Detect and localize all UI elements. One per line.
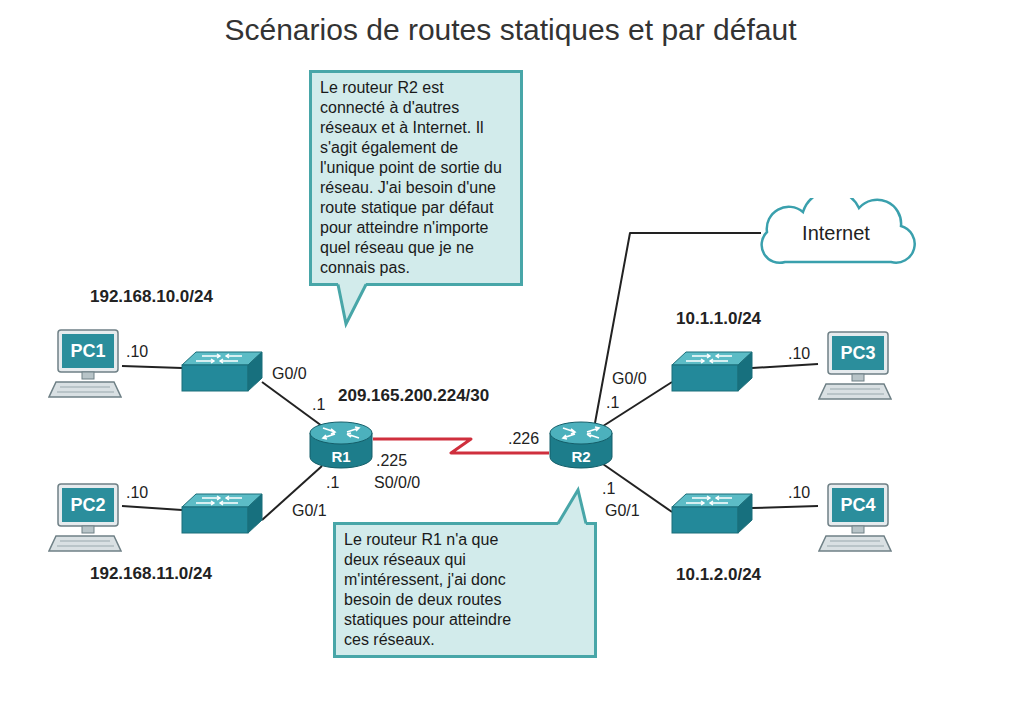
pc-screen (62, 488, 114, 522)
network-address: 192.168.11.0/24 (90, 564, 212, 584)
network-address: 209.165.200.224/30 (338, 386, 489, 406)
pc-keyboard (49, 536, 121, 551)
switch-icon (672, 352, 752, 391)
internet-cloud: Internet (755, 198, 917, 268)
router-label: R1 (309, 446, 373, 466)
interface-label: G0/1 (605, 502, 640, 520)
pc-node: PC4 (818, 482, 892, 554)
pc-stand (852, 374, 864, 381)
pc-screen (62, 334, 114, 368)
network-address: 10.1.1.0/24 (676, 309, 761, 329)
pc-keyboard (819, 536, 891, 551)
pc-label: PC3 (832, 336, 884, 370)
switch-icon (672, 494, 752, 533)
pc-keys (827, 541, 884, 546)
ethernet-link (752, 364, 818, 368)
network-address: 10.1.2.0/24 (676, 565, 761, 585)
router-node: R2 (549, 421, 613, 469)
pc-stand (82, 526, 94, 533)
router-arrows (563, 427, 599, 439)
pc-keyboard (49, 382, 121, 397)
pc-monitor (58, 484, 118, 526)
switch-icon (182, 494, 262, 533)
pc-monitor (828, 484, 888, 526)
pc-keys (57, 387, 114, 392)
interface-label: .10 (126, 343, 148, 361)
interface-label: .225 (376, 452, 407, 470)
callout-text: Le routeur R1 n'a que deux réseaux qui m… (344, 530, 526, 650)
callout-tail (338, 283, 366, 324)
router-top (550, 422, 612, 444)
interface-label: S0/0/0 (374, 474, 420, 492)
pc-label: PC2 (62, 488, 114, 522)
pc-icon (48, 482, 122, 554)
pc-node: PC2 (48, 482, 122, 554)
pc-icon (48, 328, 122, 400)
pc-icon (818, 330, 892, 402)
router-node: R1 (309, 421, 373, 469)
pc-stand (82, 372, 94, 379)
router-label: R2 (549, 446, 613, 466)
switch-icon (182, 352, 262, 391)
interface-label: G0/0 (612, 370, 647, 388)
pc-icon (818, 482, 892, 554)
interface-label: .1 (602, 480, 615, 498)
router-arrows (323, 427, 359, 439)
ethernet-link (600, 382, 672, 428)
diagram-title: Scénarios de routes statiques et par déf… (0, 12, 1021, 48)
router-top (310, 422, 372, 444)
callout-tail (558, 490, 586, 525)
pc-screen (832, 488, 884, 522)
pc-stand (852, 526, 864, 533)
ethernet-link (122, 366, 182, 368)
cloud-label: Internet (755, 198, 917, 268)
pc-keys (57, 541, 114, 546)
pc-keys (827, 389, 884, 394)
interface-label: .1 (312, 396, 325, 414)
pc-monitor (58, 330, 118, 372)
pc-node: PC3 (818, 330, 892, 402)
pc-node: PC1 (48, 328, 122, 400)
interface-label: .1 (606, 394, 619, 412)
pc-screen (832, 336, 884, 370)
interface-label: .10 (788, 345, 810, 363)
ethernet-link (752, 506, 818, 508)
callout-box: Le routeur R2 est connecté à d'autres ré… (309, 70, 523, 286)
interface-label: G0/0 (272, 365, 307, 383)
wan-link (595, 233, 761, 423)
callout-box: Le routeur R1 n'a que deux réseaux qui m… (333, 522, 597, 658)
interface-label: .10 (788, 484, 810, 502)
network-address: 192.168.10.0/24 (90, 287, 213, 307)
ethernet-link (122, 506, 182, 510)
callout-tail-outline (558, 490, 586, 524)
interface-label: .226 (508, 430, 539, 448)
interface-label: .10 (126, 484, 148, 502)
callout-text: Le routeur R2 est connecté à d'autres ré… (320, 78, 512, 278)
pc-keyboard (819, 384, 891, 399)
callout-tail-outline (338, 285, 366, 325)
interface-label: G0/1 (292, 502, 327, 520)
pc-monitor (828, 332, 888, 374)
pc-label: PC1 (62, 334, 114, 368)
pc-label: PC4 (832, 488, 884, 522)
interface-label: .1 (326, 474, 339, 492)
